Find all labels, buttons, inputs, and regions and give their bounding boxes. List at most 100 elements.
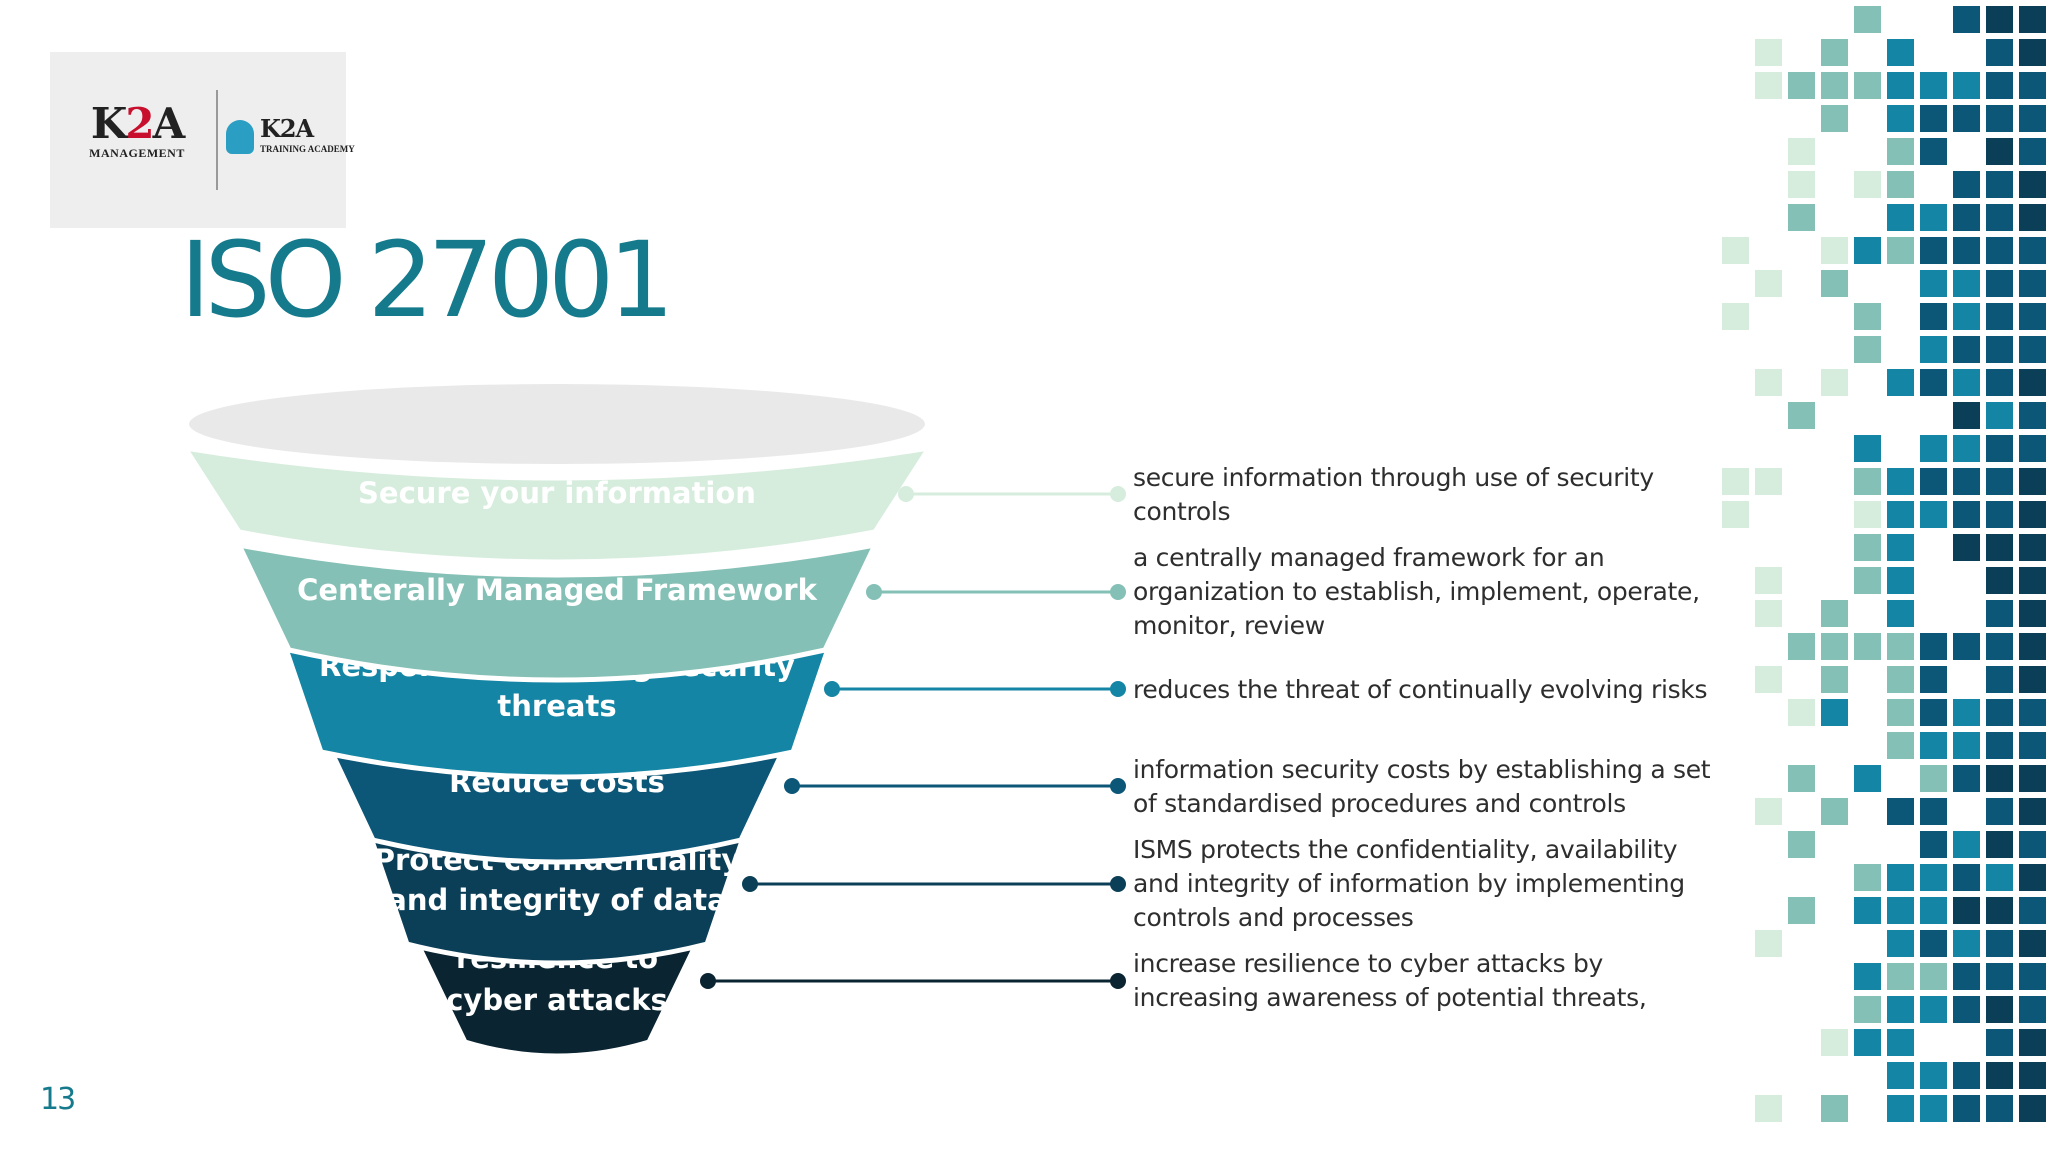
decorative-tile xyxy=(1986,336,2013,363)
decorative-tile xyxy=(1953,1095,1980,1122)
decorative-tile xyxy=(1788,831,1815,858)
decorative-tile xyxy=(1953,171,1980,198)
connector-start-dot xyxy=(866,584,882,600)
decorative-tile xyxy=(1887,633,1914,660)
decorative-tile xyxy=(1887,1095,1914,1122)
decorative-tile xyxy=(1986,1029,2013,1056)
decorative-tile xyxy=(1920,765,1947,792)
decorative-tile xyxy=(1920,204,1947,231)
decorative-tile xyxy=(1788,897,1815,924)
connector-start-dot xyxy=(898,486,914,502)
decorative-tile xyxy=(1755,39,1782,66)
decorative-tile xyxy=(1755,798,1782,825)
decorative-tile xyxy=(1920,1062,1947,1089)
decorative-tile xyxy=(2019,732,2046,759)
decorative-tile xyxy=(1854,1029,1881,1056)
decorative-tile xyxy=(1887,501,1914,528)
decorative-tile xyxy=(1986,402,2013,429)
connector-1 xyxy=(898,486,1126,502)
decorative-tile xyxy=(1920,633,1947,660)
decorative-tile xyxy=(1920,435,1947,462)
decorative-tile xyxy=(1986,765,2013,792)
decorative-tile xyxy=(1986,1062,2013,1089)
decorative-tile xyxy=(2019,204,2046,231)
decorative-tile xyxy=(1920,105,1947,132)
connector-6 xyxy=(700,973,1126,989)
decorative-tile xyxy=(1920,72,1947,99)
decorative-tile xyxy=(1821,666,1848,693)
decorative-tile xyxy=(1887,237,1914,264)
decorative-tile xyxy=(1986,600,2013,627)
decorative-tile xyxy=(1986,468,2013,495)
connector-end-dot xyxy=(1110,681,1126,697)
decorative-tile xyxy=(2019,996,2046,1023)
decorative-tile xyxy=(1788,633,1815,660)
decorative-tile xyxy=(1953,237,1980,264)
decorative-tile xyxy=(1722,303,1749,330)
decorative-tile xyxy=(1755,270,1782,297)
decorative-tile xyxy=(2019,138,2046,165)
decorative-tile xyxy=(2019,303,2046,330)
decorative-tile xyxy=(1788,402,1815,429)
decorative-tile xyxy=(1920,468,1947,495)
decorative-tile xyxy=(1854,963,1881,990)
decorative-tile xyxy=(2019,831,2046,858)
connector-2 xyxy=(866,584,1126,600)
decorative-tile xyxy=(1920,798,1947,825)
decorative-tile xyxy=(1986,435,2013,462)
decorative-tile xyxy=(1821,369,1848,396)
decorative-tile xyxy=(1755,72,1782,99)
decorative-tile xyxy=(1986,831,2013,858)
funnel-level-label: cyber attacks xyxy=(446,983,668,1017)
decorative-tile xyxy=(1920,963,1947,990)
decorative-tile xyxy=(1953,897,1980,924)
connector-start-dot xyxy=(700,973,716,989)
connector-3 xyxy=(824,681,1126,697)
decorative-tile xyxy=(1755,666,1782,693)
decorative-tile xyxy=(1920,996,1947,1023)
decorative-tile xyxy=(1986,732,2013,759)
decorative-tile xyxy=(1788,138,1815,165)
decorative-tile xyxy=(1821,39,1848,66)
decorative-tile xyxy=(1854,336,1881,363)
decorative-tile xyxy=(1887,1062,1914,1089)
logo-academy-sub: TRAINING ACADEMY xyxy=(260,144,355,154)
decorative-tile xyxy=(1920,501,1947,528)
decorative-tile xyxy=(1986,105,2013,132)
funnel-rim xyxy=(189,384,925,464)
decorative-tile xyxy=(2019,402,2046,429)
decorative-tile xyxy=(2019,567,2046,594)
decorative-tile xyxy=(2019,501,2046,528)
description-6: increase resilience to cyber attacks by … xyxy=(1133,949,1647,1012)
decorative-tile xyxy=(1887,171,1914,198)
decorative-tile xyxy=(1920,270,1947,297)
decorative-tile xyxy=(1821,600,1848,627)
decorative-tile xyxy=(1953,402,1980,429)
decorative-tile xyxy=(1854,897,1881,924)
decorative-tile xyxy=(1920,303,1947,330)
decorative-tile xyxy=(1920,732,1947,759)
decorative-tile xyxy=(1887,138,1914,165)
decorative-tile xyxy=(1854,996,1881,1023)
decorative-tile xyxy=(1788,72,1815,99)
decorative-tile xyxy=(1854,435,1881,462)
decorative-tile xyxy=(1821,1029,1848,1056)
connector-end-dot xyxy=(1110,486,1126,502)
k2a-management-logo: K2A MANAGEMENT xyxy=(64,102,210,161)
decorative-tile xyxy=(2019,798,2046,825)
decorative-tile xyxy=(2019,666,2046,693)
decorative-tile xyxy=(1986,864,2013,891)
decorative-tile xyxy=(1854,567,1881,594)
decorative-tile xyxy=(2019,1095,2046,1122)
decorative-tile xyxy=(2019,963,2046,990)
decorative-tile xyxy=(1920,369,1947,396)
connector-start-dot xyxy=(824,681,840,697)
decorative-tile xyxy=(1854,237,1881,264)
decorative-tile xyxy=(2019,765,2046,792)
decorative-tile xyxy=(1854,6,1881,33)
decorative-tile xyxy=(1887,666,1914,693)
decorative-tile xyxy=(1953,831,1980,858)
decorative-tile xyxy=(1920,237,1947,264)
decorative-tile xyxy=(1821,798,1848,825)
